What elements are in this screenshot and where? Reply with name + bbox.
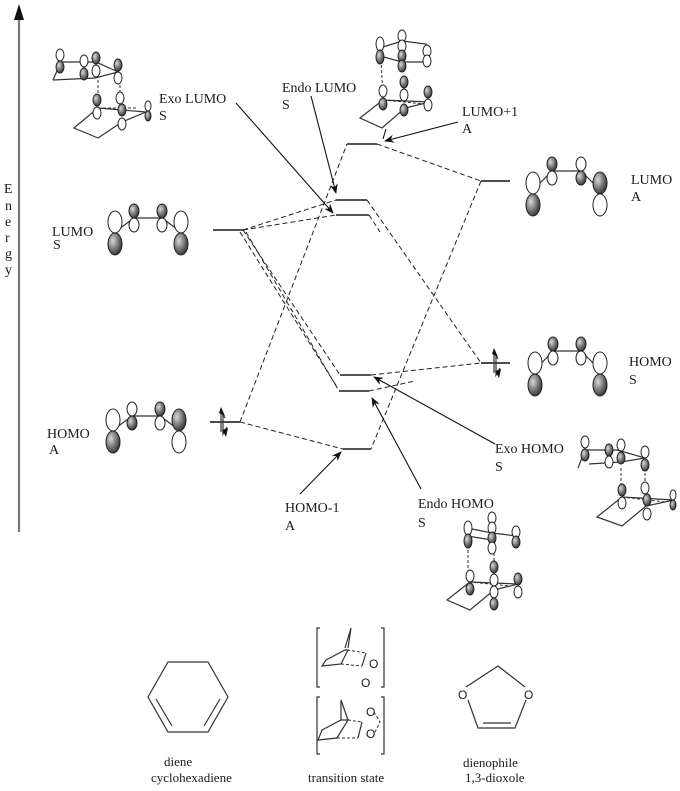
ts-homo-minus-1-label: HOMO-1 (285, 501, 339, 516)
diene-homo-symmetry: A (49, 443, 60, 458)
mo-labels: LUMO S HOMO A LUMO A HOMO S LUMO+1 A End… (47, 81, 672, 534)
dienophile-name-caption: 1,3-dioxole (465, 770, 525, 785)
oxygen-atom: O (361, 676, 370, 690)
arrow-endo-homo (371, 397, 422, 490)
ts-exo-lumo-symmetry: S (159, 109, 167, 124)
orbital-diagram-diene-lumo (107, 203, 189, 256)
dienophile-homo-label: HOMO (629, 355, 672, 370)
ts-endo-homo-label: Endo HOMO (418, 497, 494, 512)
structure-cyclohexadiene (147, 661, 229, 733)
energy-axis-label: E n e r g y (4, 182, 13, 278)
electron-pair-diene-homo (219, 407, 228, 437)
axis-letter: g (5, 247, 12, 262)
diene-name-caption: cyclohexadiene (151, 770, 232, 785)
axis-letter: e (5, 215, 11, 230)
ts-caption: transition state (308, 770, 384, 785)
orbital-diagram-ts-exo-lumo (52, 48, 152, 139)
arrow-lumo-plus-1 (384, 121, 459, 143)
dienophile-lumo-label: LUMO (631, 173, 672, 188)
dienophile-lumo-symmetry: A (631, 190, 642, 205)
oxygen-atom: O (369, 657, 378, 671)
ts-exo-homo-label: Exo HOMO (495, 442, 564, 457)
axis-letter: E (4, 182, 13, 197)
arrow-endo-lumo (310, 95, 338, 194)
ts-exo-lumo-label: Exo LUMO (159, 92, 226, 107)
oxygen-atom: O (366, 705, 375, 719)
axis-letter: n (5, 199, 12, 214)
structure-transition-state-endo: O O (316, 627, 385, 690)
dienophile-homo-symmetry: S (629, 373, 637, 388)
energy-axis-arrowhead (14, 4, 24, 20)
oxygen-atom: O (458, 688, 467, 702)
oxygen-atom: O (524, 688, 533, 702)
ts-homo-minus-1-symmetry: A (285, 519, 296, 534)
ts-endo-lumo-symmetry: S (282, 98, 290, 113)
oxygen-atom: O (366, 727, 375, 741)
axis-letter: r (5, 231, 10, 246)
ts-lumo-plus-1-symmetry: A (462, 122, 473, 137)
diene-homo-label: HOMO (47, 427, 90, 442)
orbital-diagram-ts-exo-homo (577, 435, 677, 527)
orbital-diagram-dienophile-homo (527, 336, 608, 397)
axis-letter: y (5, 263, 12, 278)
structure-transition-state-exo: O O (316, 696, 385, 755)
ts-endo-homo-symmetry: S (418, 516, 426, 531)
arrow-homo-minus-1 (299, 451, 342, 495)
arrow-exo-lumo (235, 102, 334, 214)
energy-levels (210, 143, 510, 450)
structure-1-3-dioxole: O O (458, 665, 533, 729)
pointer-arrows (235, 95, 496, 495)
diene-lumo-symmetry: S (53, 238, 61, 253)
diene-lumo-label: LUMO (52, 225, 93, 240)
diene-role-caption: diene (164, 754, 192, 769)
ts-endo-lumo-label: Endo LUMO (282, 81, 356, 96)
orbital-diagram-diene-homo (105, 401, 187, 454)
ts-lumo-plus-1-label: LUMO+1 (462, 105, 518, 120)
electron-pair-dienophile-homo (492, 348, 501, 378)
orbital-diagram-ts-endo-homo (445, 511, 523, 611)
dienophile-role-caption: dienophile (463, 755, 518, 770)
correlation-lines (239, 143, 482, 450)
arrow-exo-homo (373, 376, 496, 445)
ts-exo-homo-symmetry: S (495, 460, 503, 475)
orbital-diagram-dienophile-lumo (525, 156, 608, 217)
orbital-diagram-ts-endo-lumo (358, 29, 433, 129)
